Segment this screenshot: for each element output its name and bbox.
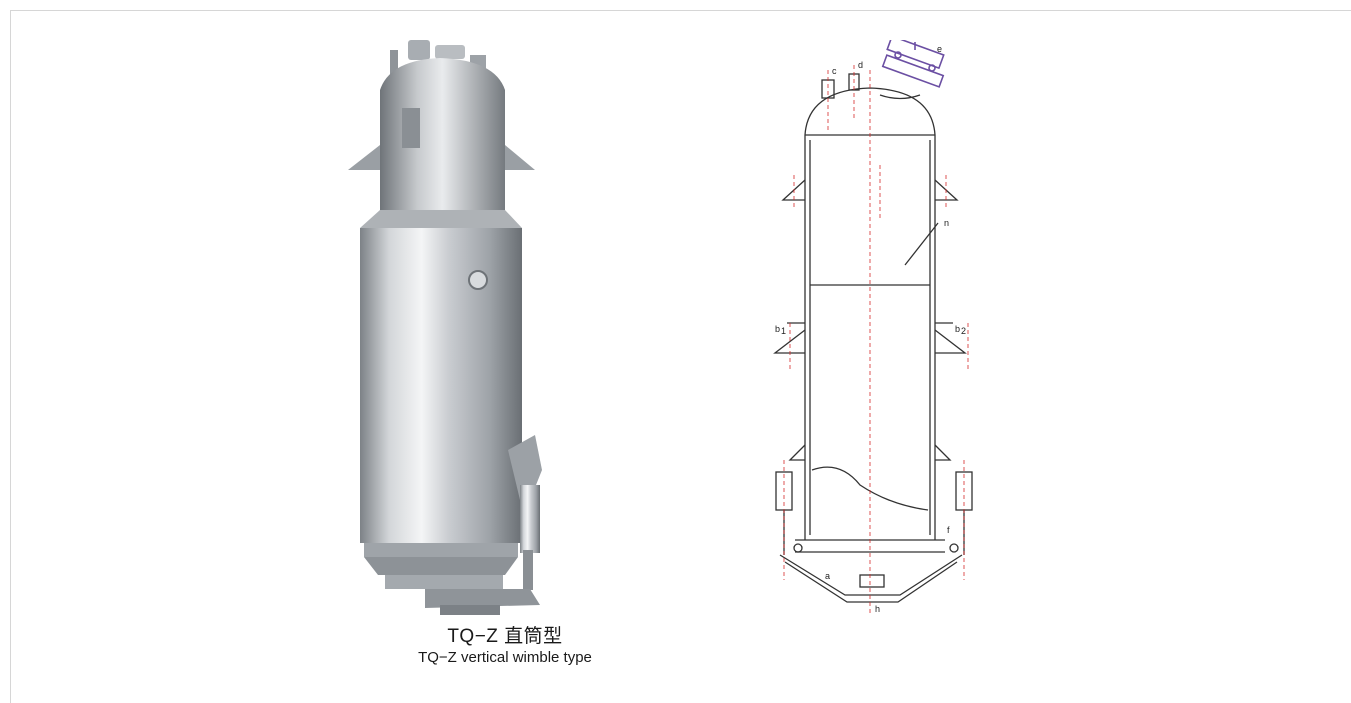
- caption-title: TQ−Z 直筒型: [447, 626, 563, 647]
- diagram-label-b1: b: [775, 324, 780, 334]
- diagram-label-n: n: [944, 218, 949, 228]
- diagram-label-h: h: [875, 604, 880, 614]
- content-frame: [10, 10, 1351, 703]
- diagram-label-b2: b: [955, 324, 960, 334]
- diagram-label-e: e: [937, 44, 942, 54]
- diagram-label-d: d: [858, 60, 863, 70]
- diagram-label-c: c: [832, 66, 837, 76]
- product-caption: TQ−Z 直筒型 TQ−Z vertical wimble type: [380, 625, 630, 667]
- diagram-label-b1-sub: 1: [781, 326, 786, 336]
- tank-technical-diagram: c d e n b 1 b 2 f h a: [773, 40, 973, 615]
- extraction-tank-photo: [348, 40, 542, 615]
- diagram-label-f: f: [947, 525, 950, 535]
- diagram-label-b2-sub: 2: [961, 326, 966, 336]
- diagram-label-a: a: [825, 571, 830, 581]
- caption-subtitle: TQ−Z vertical wimble type: [418, 649, 592, 666]
